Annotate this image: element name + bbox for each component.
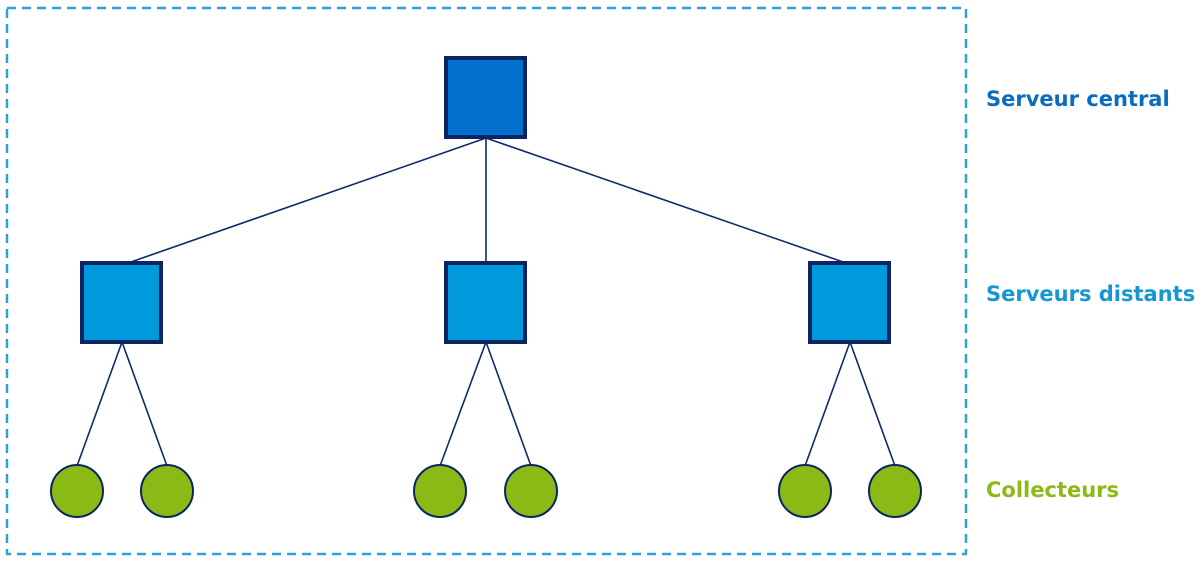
edge-distant-2-collector-4 <box>485 341 532 467</box>
collector-node <box>504 464 558 518</box>
tier-label-remote-servers: Serveurs distants <box>986 282 1196 306</box>
collector-node <box>413 464 467 518</box>
collector-node <box>140 464 194 518</box>
distant-server-node <box>444 261 527 344</box>
tier-label-central-server: Serveur central <box>986 87 1170 111</box>
edge-distant-2-collector-3 <box>439 341 487 467</box>
collector-node <box>778 464 832 518</box>
collector-node <box>50 464 104 518</box>
edge-distant-1-collector-2 <box>121 341 168 467</box>
collector-node <box>868 464 922 518</box>
distant-server-node <box>80 261 163 344</box>
central-server-node <box>444 56 527 139</box>
edge-distant-1-collector-1 <box>76 341 123 467</box>
edge-central-distant-3 <box>485 137 847 264</box>
connections <box>76 137 896 467</box>
distant-server-node <box>808 261 891 344</box>
edge-distant-3-collector-6 <box>849 341 896 467</box>
edge-distant-3-collector-5 <box>804 341 851 467</box>
tier-label-collectors: Collecteurs <box>986 478 1120 502</box>
edge-central-distant-1 <box>127 137 487 264</box>
diagram-frame <box>5 6 968 556</box>
